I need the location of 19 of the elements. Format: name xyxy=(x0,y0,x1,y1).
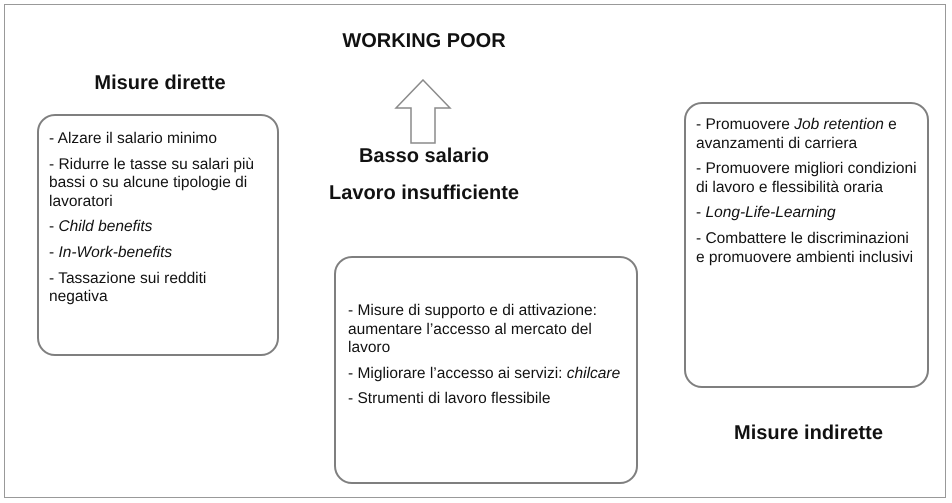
bullet-text: - Tassazione sui redditi negativa xyxy=(49,270,208,307)
bullet-text: - Child benefits xyxy=(49,218,154,237)
section-heading: Misure indirette xyxy=(733,422,884,445)
bullet-text: - Promuovere Job retention e avanzamenti di carriera xyxy=(696,116,898,154)
bullet-text: - Ridurre le tasse su salari più bassi o su alcune tipologie di lavoratori xyxy=(49,156,256,212)
bullet-text: - Migliorare l’accesso ai servizi: chilcare xyxy=(348,364,622,384)
block-arrow xyxy=(394,78,452,144)
bullet-text: - Long-Life-Learning xyxy=(696,204,837,223)
bullet-text: - Combattere le discriminazioni e promuovere ambienti inclusivi xyxy=(696,230,914,268)
heading-text: WORKING POOR xyxy=(341,30,507,53)
rounded-text-box xyxy=(334,256,638,484)
bullet-text: - Promuovere migliori condizioni di lavoro e flessibilità oraria xyxy=(696,160,917,198)
bullet-text: - In-Work-benefits xyxy=(49,244,174,263)
bullet-text: - Misure di supporto e di attivazione: aumentare l’accesso al mercato del lavoro xyxy=(348,302,598,358)
bullet-text: - Alzare il salario minimo xyxy=(49,130,218,149)
bullet-text: - Strumenti di lavoro flessibile xyxy=(348,390,552,409)
heading-text: Basso salario xyxy=(358,145,490,168)
section-heading: Misure dirette xyxy=(93,72,227,95)
heading-text: Lavoro insufficiente xyxy=(328,182,520,205)
